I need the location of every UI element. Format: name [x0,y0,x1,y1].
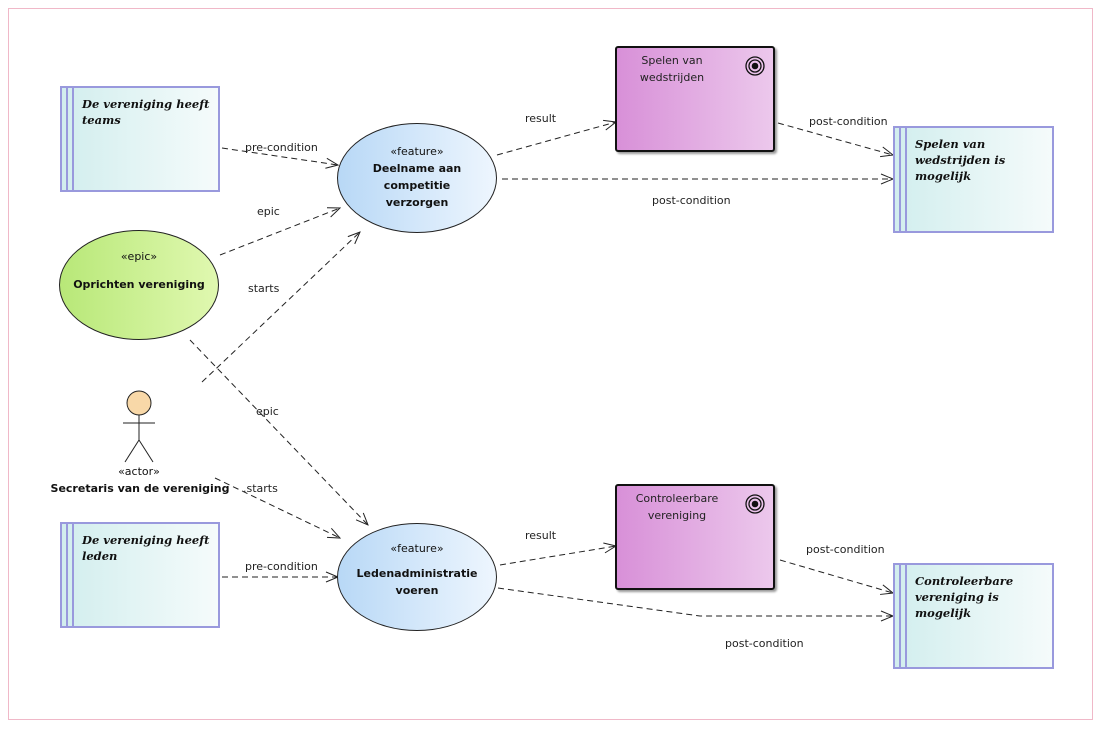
epic-label-1: epic [257,205,280,218]
state-spelen-mogelijk[interactable]: Spelen van wedstrijden is mogelijk [893,126,1054,233]
actor-stereotype: «actor» [118,465,160,478]
activity-label: Spelen van wedstrijden [639,54,705,84]
post-condition-label-2: post-condition [652,194,731,207]
result-label-2: result [525,529,557,542]
activity-controleerbare-vereniging[interactable]: Controleerbare vereniging [615,484,775,590]
starts-connector-1[interactable] [201,232,360,383]
state-label: De vereniging heeft teams [82,97,210,127]
activity-label: Controleerbare vereniging [635,492,719,522]
pre-condition-label-1: pre-condition [245,141,318,154]
result-label-1: result [525,112,557,125]
actor-figure[interactable] [123,390,155,463]
post-condition-label-4: post-condition [725,637,804,650]
feature-stereotype: «feature» [390,145,444,158]
epic-name: Oprichten vereniging [73,278,205,291]
actor-name: Secretaris van de vereniging [50,482,230,495]
feature-name: Deelname aan competitie verzorgen [372,162,462,209]
diagram-frame [8,8,1093,720]
state-controleerbaar-mogelijk[interactable]: Controleerbare vereniging is mogelijk [893,563,1054,669]
state-vereniging-heeft-leden[interactable]: De vereniging heeft leden [60,522,220,628]
post-condition-label-1: post-condition [809,115,888,128]
state-label: Controleerbare vereniging is mogelijk [915,574,1014,620]
state-bar [899,565,901,667]
result-connector-1[interactable] [496,122,616,156]
actor-head [126,390,152,416]
post-condition-connector-3[interactable] [779,559,893,593]
epic-stereotype: «epic» [120,250,158,263]
epic-label-2: epic [256,405,279,418]
result-connector-2[interactable] [499,546,616,566]
bullseye-icon [745,494,765,514]
pre-condition-label-2: pre-condition [245,560,318,573]
state-bar [66,88,68,190]
starts-label-2: .starts [243,482,278,495]
activity-spelen-van-wedstrijden[interactable]: Spelen van wedstrijden [615,46,775,152]
epic-oprichten-vereniging[interactable]: «epic» Oprichten vereniging [59,230,219,340]
state-bar [905,128,907,231]
feature-ledenadministratie[interactable]: «feature» Ledenadministratie voeren [337,523,497,631]
state-label: Spelen van wedstrijden is mogelijk [915,137,1006,183]
epic-connector-1[interactable] [219,208,340,256]
state-bar [72,524,74,626]
post-condition-connector-4[interactable] [497,587,893,616]
epic-connector-2[interactable] [189,339,368,525]
feature-stereotype: «feature» [390,542,444,555]
state-vereniging-heeft-teams[interactable]: De vereniging heeft teams [60,86,220,192]
feature-deelname-competitie[interactable]: «feature» Deelname aan competitie verzor… [337,123,497,233]
state-bar [66,524,68,626]
state-bar [72,88,74,190]
post-condition-label-3: post-condition [806,543,885,556]
state-label: De vereniging heeft leden [82,533,210,563]
feature-name: Ledenadministratie voeren [356,567,478,597]
state-bar [905,565,907,667]
state-bar [899,128,901,231]
starts-connector-2[interactable] [214,477,340,538]
starts-label-1: starts [248,282,280,295]
bullseye-icon [745,56,765,76]
